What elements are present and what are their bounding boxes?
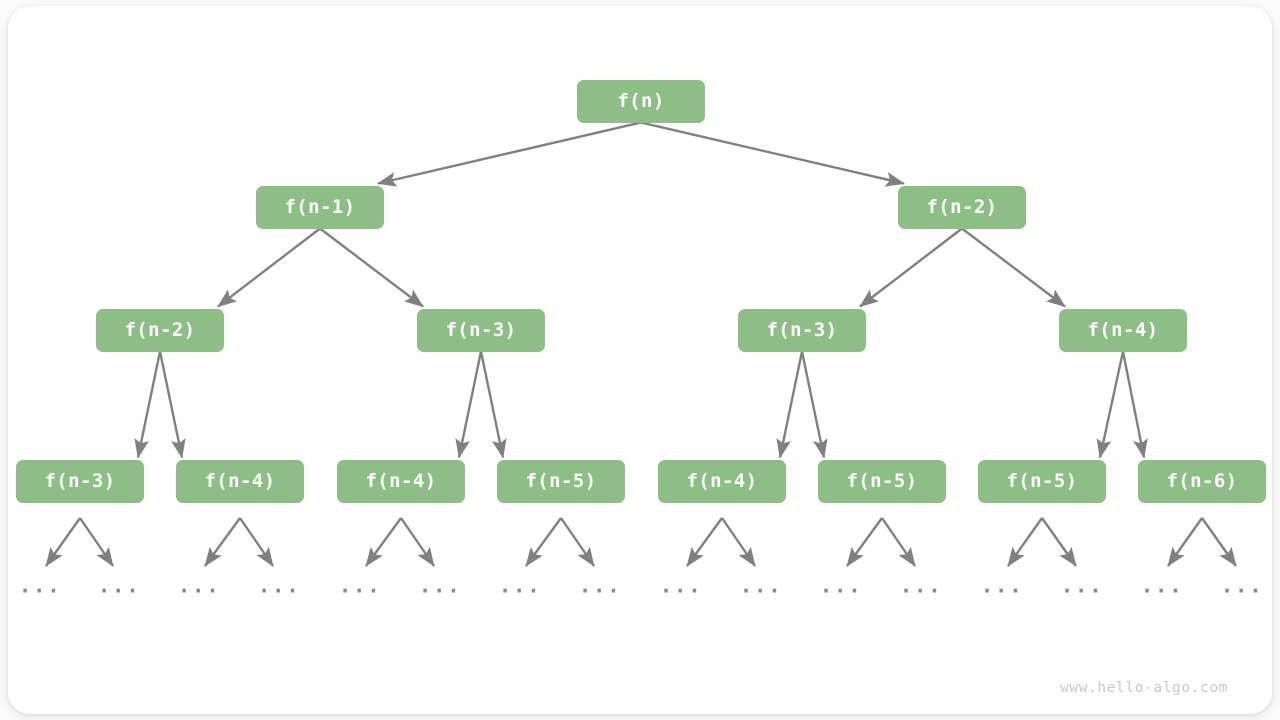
ellipsis-d14: ... xyxy=(1140,573,1184,598)
tree-node-n2[interactable]: f(n-2) xyxy=(898,185,1026,229)
ellipsis-d0: ... xyxy=(18,573,62,598)
tree-node-n14[interactable]: f(n-6) xyxy=(1138,459,1266,503)
ellipsis-d3: ... xyxy=(257,573,301,598)
tree-node-n12[interactable]: f(n-5) xyxy=(818,459,946,503)
ellipsis-d1: ... xyxy=(97,573,141,598)
tree-node-n10[interactable]: f(n-5) xyxy=(497,459,625,503)
ellipsis-d9: ... xyxy=(739,573,783,598)
tree-node-n4[interactable]: f(n-3) xyxy=(417,308,545,352)
ellipsis-d2: ... xyxy=(177,573,221,598)
ellipsis-d6: ... xyxy=(498,573,542,598)
tree-node-n8[interactable]: f(n-4) xyxy=(176,459,304,503)
ellipsis-d4: ... xyxy=(338,573,382,598)
ellipsis-d12: ... xyxy=(980,573,1024,598)
tree-node-n1[interactable]: f(n-1) xyxy=(256,185,384,229)
tree-node-n5[interactable]: f(n-3) xyxy=(738,308,866,352)
tree-node-n3[interactable]: f(n-2) xyxy=(96,308,224,352)
tree-node-n0[interactable]: f(n) xyxy=(577,79,705,123)
tree-node-n9[interactable]: f(n-4) xyxy=(337,459,465,503)
ellipsis-d11: ... xyxy=(899,573,943,598)
ellipsis-d8: ... xyxy=(659,573,703,598)
ellipsis-d5: ... xyxy=(418,573,462,598)
tree-node-n6[interactable]: f(n-4) xyxy=(1059,308,1187,352)
ellipsis-d13: ... xyxy=(1060,573,1104,598)
tree-node-n13[interactable]: f(n-5) xyxy=(978,459,1106,503)
ellipsis-d15: ... xyxy=(1220,573,1264,598)
ellipsis-d10: ... xyxy=(819,573,863,598)
ellipsis-d7: ... xyxy=(578,573,622,598)
tree-node-n11[interactable]: f(n-4) xyxy=(658,459,786,503)
watermark: www.hello-algo.com xyxy=(1060,680,1228,696)
tree-node-n7[interactable]: f(n-3) xyxy=(16,459,144,503)
